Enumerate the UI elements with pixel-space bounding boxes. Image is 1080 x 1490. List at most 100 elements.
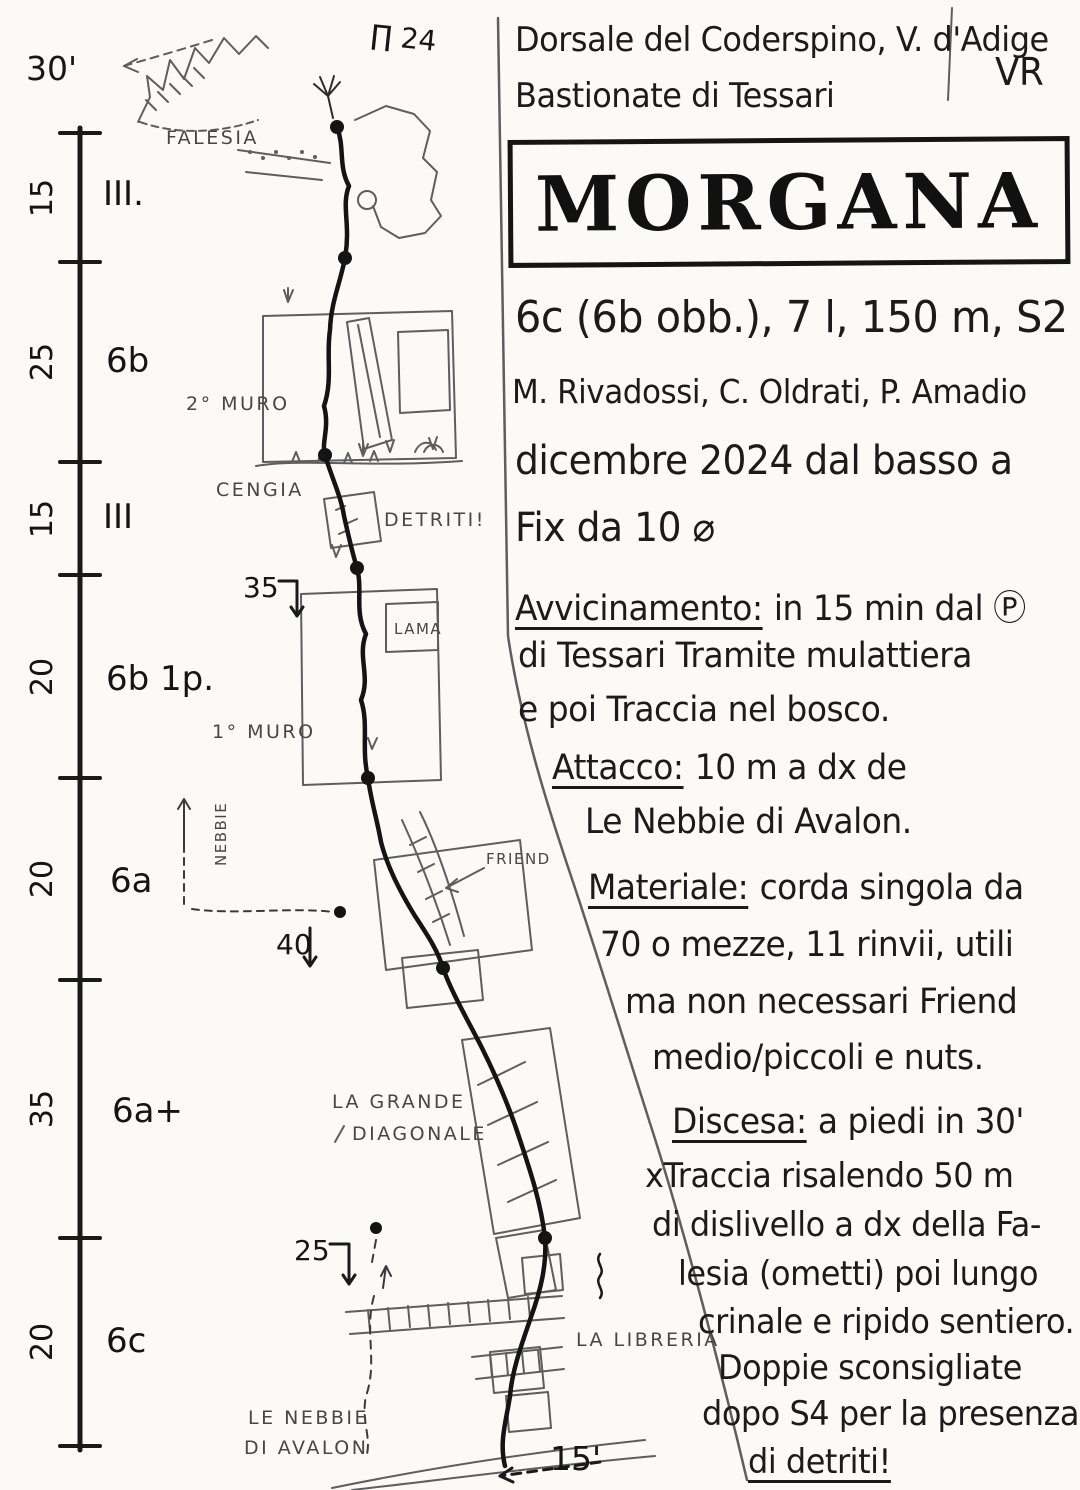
signature-label: ∏ 24 (369, 18, 438, 58)
label-backslash (334, 1125, 345, 1143)
descent-time-label: 30' (26, 49, 77, 88)
summit-hole (357, 190, 377, 210)
start-line-2: Le Nebbie di Avalon. (585, 802, 912, 842)
rappel-35-label: 35 (243, 571, 279, 604)
descent-arrow-dashed (123, 39, 213, 67)
mid-slab (373, 839, 533, 971)
belay-dot (330, 120, 344, 134)
descent-line-6: Doppie sconsigliate (718, 1348, 1022, 1388)
cengia-label: CENGIA (216, 479, 304, 501)
approach-trail (331, 1439, 656, 1490)
scree-dot (287, 156, 291, 160)
second-wall-label: 2° MURO (186, 393, 290, 415)
libreria-label: LA LIBRERIA (576, 1329, 720, 1351)
avalon-dashed (363, 1239, 377, 1455)
descent-arrowhead (123, 58, 139, 73)
detriti-block (323, 491, 382, 549)
start-label: Attacco: (552, 748, 684, 788)
pitch-length: 20 (25, 1323, 60, 1361)
topo-labels: 30' ∏ 24 FALESIA 2° MURO CENGIA DETRITI!… (26, 18, 720, 1478)
header-margin-line (947, 7, 953, 101)
belay-dot (538, 1231, 552, 1245)
libreria-shelf-upper (345, 1295, 565, 1335)
scree-dot (274, 150, 278, 154)
anchor-marks (277, 579, 603, 1484)
location-line-2: Bastionate di Tessari (515, 76, 835, 116)
route-title: MORGANA (534, 155, 1044, 249)
location-line-1: Dorsale del Coderspino, V. d'Adige (515, 20, 1049, 60)
pitch-grade: 6a+ (112, 1091, 183, 1131)
diagonal-divider (496, 16, 749, 1482)
gear-line-4: medio/piccoli e nuts. (652, 1038, 984, 1078)
mid-block (401, 949, 484, 1009)
pitch-grades: III. 6b III 6b 1p. 6a 6a+ 6c (103, 174, 214, 1361)
approach-line-2: di Tessari Tramite mulattiera (518, 636, 972, 676)
summit-hatching (145, 67, 205, 111)
scree-dot (261, 156, 265, 160)
region-label: VR (995, 50, 1044, 94)
summit-ridge (137, 35, 269, 123)
approach-line-3: e poi Traccia nel bosco. (518, 690, 890, 730)
rappel-25-label: 25 (294, 1234, 330, 1267)
pitch-grade: 6b 1p. (106, 659, 214, 699)
route-line (321, 124, 548, 1469)
friend-arrow (445, 867, 485, 893)
avalon-label-2: DI AVALON (244, 1437, 368, 1459)
lama-label: LAMA (394, 620, 442, 638)
nebbie-label: NEBBIE (212, 802, 230, 866)
approach-line-1: Avvicinamento:in 15 min dal Ⓟ (515, 589, 1026, 629)
pitch-scale (58, 125, 102, 1453)
gear-line-2: 70 o mezze, 11 rinvii, utili (600, 925, 1014, 965)
pitch-length: 15 (25, 179, 60, 217)
friend-flake (401, 811, 465, 946)
diagonale-label-1: LA GRANDE (332, 1091, 466, 1113)
pitch-grade: 6a (110, 861, 152, 901)
first-wall-label: 1° MURO (212, 721, 316, 743)
first-wall-outline (300, 588, 442, 786)
summit-tree (313, 75, 341, 119)
grass-tuft (331, 544, 342, 558)
friend-label: FRIEND (486, 850, 551, 868)
summit-ledge-strokes (237, 149, 331, 181)
gear-line-3: ma non necessari Friend (625, 982, 1018, 1022)
falesia-label: FALESIA (166, 127, 259, 149)
scree-dot (313, 155, 317, 159)
trail-arrow-dashed (498, 1460, 602, 1478)
pitch-length: 25 (25, 343, 60, 381)
pitch-grade: 6b (106, 341, 149, 381)
grass-tuft (367, 737, 378, 750)
pitch-length: 20 (25, 860, 60, 898)
route-title-box: MORGANA (507, 136, 1071, 268)
avalon-up-arrow (380, 1265, 392, 1289)
belay-dot (436, 961, 450, 975)
pitch-length: 15 (25, 500, 60, 538)
avalon-label-1: LE NEBBIE (248, 1407, 369, 1429)
descent-line-3: di dislivello a dx della Fa- (652, 1205, 1041, 1245)
rappel-35-arrow (277, 579, 305, 618)
trail-arrowhead (498, 1466, 515, 1484)
fixed-rope-squiggle (597, 1252, 603, 1300)
summit-ledge-dashed (139, 119, 259, 132)
second-wall-block (397, 329, 451, 414)
rappel-40-arrow (302, 926, 318, 968)
summit-pillar (354, 105, 442, 239)
date-line: dicembre 2024 dal basso a (515, 438, 1013, 484)
scree-dot (248, 150, 252, 154)
diagonale-label-2: DIAGONALE (352, 1123, 487, 1145)
anchor-dot (334, 906, 346, 918)
nebbie-arrow (177, 798, 191, 853)
detriti-label: DETRITI! (384, 509, 486, 531)
belay-dots (318, 120, 552, 1245)
belay-dot (361, 771, 375, 785)
rappel-40-label: 40 (276, 928, 312, 961)
cengia-ledge (255, 460, 463, 467)
pitch-length: 35 (25, 1090, 60, 1128)
pitch-grade: 6c (106, 1321, 146, 1361)
approach-time-label: 15' (550, 1439, 601, 1478)
belay-dot (318, 448, 332, 462)
descent-line-7: dopo S4 per la presenza (702, 1394, 1080, 1434)
rappel-25-arrow (328, 1242, 357, 1286)
route-specs: 6c (6b obb.), 7 l, 150 m, S2 (515, 292, 1068, 343)
